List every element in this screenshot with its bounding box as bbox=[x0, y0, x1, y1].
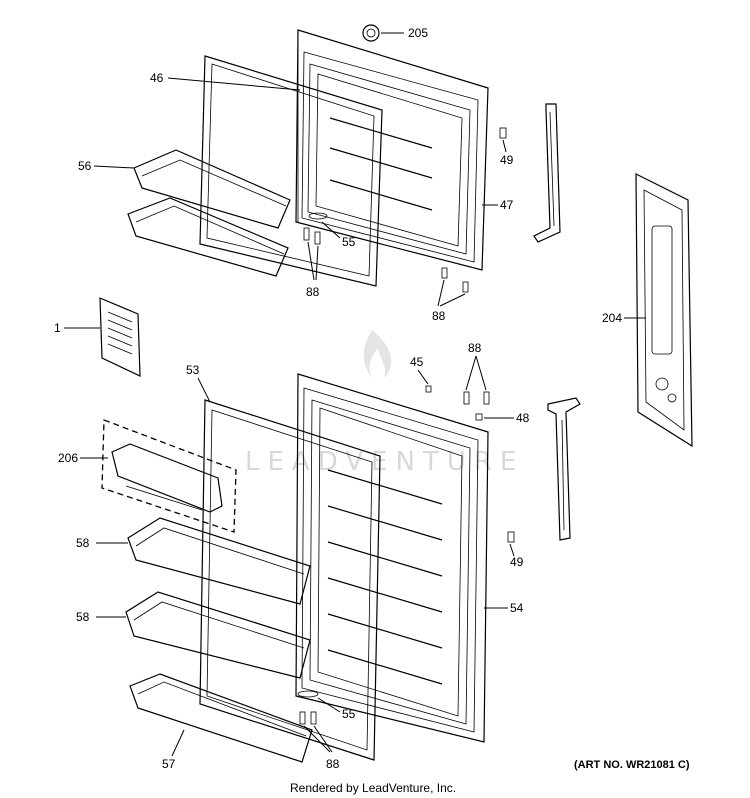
part-labels: 205 46 56 49 47 55 88 88 204 1 45 88 53 … bbox=[54, 26, 622, 771]
door-bin-57 bbox=[129, 673, 313, 763]
label-45: 45 bbox=[410, 355, 424, 369]
screw-49-lower bbox=[507, 531, 515, 543]
footer-credit: Rendered by LeadVenture, Inc. bbox=[290, 781, 456, 795]
freezer-gasket-46 bbox=[199, 55, 383, 287]
screws-88-upper bbox=[303, 227, 469, 293]
label-56: 56 bbox=[78, 159, 92, 173]
label-206: 206 bbox=[58, 451, 78, 465]
label-57: 57 bbox=[162, 757, 176, 771]
fresh-food-gasket-53 bbox=[199, 399, 381, 761]
freezer-bin-56-upper bbox=[133, 149, 291, 229]
door-bin-58-lower bbox=[125, 591, 311, 679]
leader-lines bbox=[64, 32, 646, 757]
freezer-handle bbox=[533, 103, 561, 243]
screws-88-lower bbox=[299, 711, 317, 725]
watermark-text: LEADVENTURE bbox=[245, 447, 524, 477]
freezer-door-shelves bbox=[329, 117, 433, 211]
label-48: 48 bbox=[516, 411, 530, 425]
screw-49-upper bbox=[499, 127, 507, 139]
screws-88-middle bbox=[463, 391, 490, 405]
screw-48 bbox=[475, 413, 483, 421]
dairy-compartment-206 bbox=[101, 419, 237, 533]
door-bin-58-upper bbox=[127, 517, 311, 605]
fresh-food-door-54 bbox=[295, 373, 489, 743]
label-47: 47 bbox=[500, 198, 514, 212]
handle-cover-204 bbox=[635, 173, 693, 448]
cap-205 bbox=[362, 24, 380, 42]
label-49-upper: 49 bbox=[500, 153, 514, 167]
bracket-55-upper bbox=[308, 212, 328, 220]
label-88-lower: 88 bbox=[326, 757, 340, 771]
bracket-55-lower bbox=[297, 690, 319, 698]
label-88-middle: 88 bbox=[468, 341, 482, 355]
fresh-food-door-shelves bbox=[327, 469, 443, 685]
label-card-1 bbox=[99, 297, 141, 377]
label-46: 46 bbox=[150, 71, 164, 85]
label-53: 53 bbox=[186, 363, 200, 377]
freezer-door-47 bbox=[295, 29, 489, 271]
label-54: 54 bbox=[510, 601, 524, 615]
label-88-upper-right: 88 bbox=[432, 309, 446, 323]
watermark: LEADVENTURE bbox=[245, 330, 524, 477]
label-55-lower: 55 bbox=[342, 707, 356, 721]
label-1: 1 bbox=[54, 321, 61, 335]
label-58-upper: 58 bbox=[76, 536, 90, 550]
fresh-food-handle bbox=[547, 397, 581, 541]
label-58-lower: 58 bbox=[76, 610, 90, 624]
label-88-upper-left: 88 bbox=[306, 285, 320, 299]
plug-45 bbox=[425, 385, 432, 393]
freezer-bin-56-lower bbox=[127, 197, 289, 277]
label-55-upper: 55 bbox=[342, 235, 356, 249]
label-204: 204 bbox=[602, 311, 622, 325]
label-205: 205 bbox=[408, 26, 428, 40]
art-number: (ART NO. WR21081 C) bbox=[574, 759, 690, 771]
label-49-lower: 49 bbox=[510, 555, 524, 569]
